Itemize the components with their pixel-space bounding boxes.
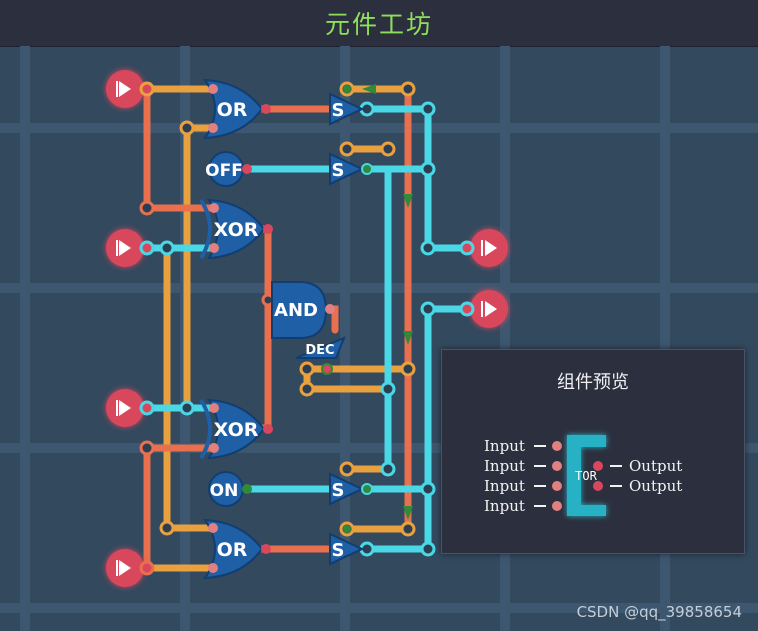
input-pin-4[interactable] bbox=[106, 549, 155, 587]
input-pin-3[interactable] bbox=[106, 389, 155, 427]
gate-label: XOR bbox=[214, 419, 259, 441]
gate-label: DEC bbox=[305, 343, 334, 358]
component-preview-panel: 组件预览 TOR Input Input Input Input Output bbox=[441, 349, 745, 554]
input-pin-1[interactable] bbox=[106, 70, 155, 108]
arrow-icon bbox=[403, 331, 413, 345]
and-gate[interactable]: AND bbox=[271, 281, 335, 339]
switch-3[interactable]: S bbox=[329, 472, 373, 506]
play-arrow-icon bbox=[119, 400, 131, 416]
or-gate-bottom[interactable]: OR bbox=[203, 518, 271, 580]
circuit-board[interactable]: OR XOR AND DEC XOR OR bbox=[0, 46, 758, 631]
play-arrow-icon bbox=[119, 560, 131, 576]
input-pin-2[interactable] bbox=[106, 229, 155, 267]
gate-label: XOR bbox=[214, 219, 259, 241]
arrow-icon bbox=[403, 194, 413, 208]
gate-label: OR bbox=[217, 99, 248, 121]
input-label: Input bbox=[484, 457, 525, 475]
arrow-icon bbox=[403, 506, 413, 520]
play-arrow-icon bbox=[485, 240, 497, 256]
play-arrow-icon bbox=[119, 81, 131, 97]
switch-4[interactable]: S bbox=[329, 525, 365, 566]
switch-label: S bbox=[332, 540, 345, 561]
switch-label: S bbox=[332, 160, 345, 181]
dec-gate[interactable]: DEC bbox=[295, 336, 346, 375]
switch-label: S bbox=[332, 480, 345, 501]
output-pin-1[interactable] bbox=[459, 229, 508, 267]
output-pin-2[interactable] bbox=[459, 290, 508, 328]
input-label: Input bbox=[484, 437, 525, 455]
play-arrow-icon bbox=[485, 301, 497, 317]
switch-2[interactable]: S bbox=[329, 152, 373, 186]
xor-gate-top[interactable]: XOR bbox=[199, 198, 273, 260]
component-body bbox=[567, 435, 606, 516]
preview-title: 组件预览 bbox=[557, 372, 629, 393]
or-gate-top[interactable]: OR bbox=[203, 78, 271, 140]
output-label: Output bbox=[629, 457, 682, 475]
play-arrow-icon bbox=[119, 240, 131, 256]
xor-gate-bottom[interactable]: XOR bbox=[199, 398, 273, 460]
arrow-icon bbox=[362, 84, 376, 94]
gate-label: OR bbox=[217, 539, 248, 561]
switch-label: S bbox=[332, 100, 345, 121]
wire-joints[interactable] bbox=[139, 81, 436, 557]
switch-1[interactable]: S bbox=[329, 85, 365, 126]
gate-label: AND bbox=[274, 300, 318, 321]
constant-label: OFF bbox=[205, 161, 243, 181]
wire-arrows bbox=[362, 84, 413, 520]
output-label: Output bbox=[629, 477, 682, 495]
workshop-title: 元件工坊 bbox=[324, 10, 433, 39]
component-name: TOR bbox=[575, 469, 597, 483]
input-label: Input bbox=[484, 497, 525, 515]
off-constant[interactable]: OFF bbox=[205, 151, 252, 187]
on-constant[interactable]: ON bbox=[208, 471, 252, 507]
constant-label: ON bbox=[210, 481, 239, 501]
preview-diagram: TOR Input Input Input Input Output Outpu… bbox=[484, 435, 682, 516]
input-label: Input bbox=[484, 477, 525, 495]
title-bar: 元件工坊 bbox=[0, 0, 758, 47]
watermark: CSDN @qq_39858654 bbox=[576, 603, 742, 621]
